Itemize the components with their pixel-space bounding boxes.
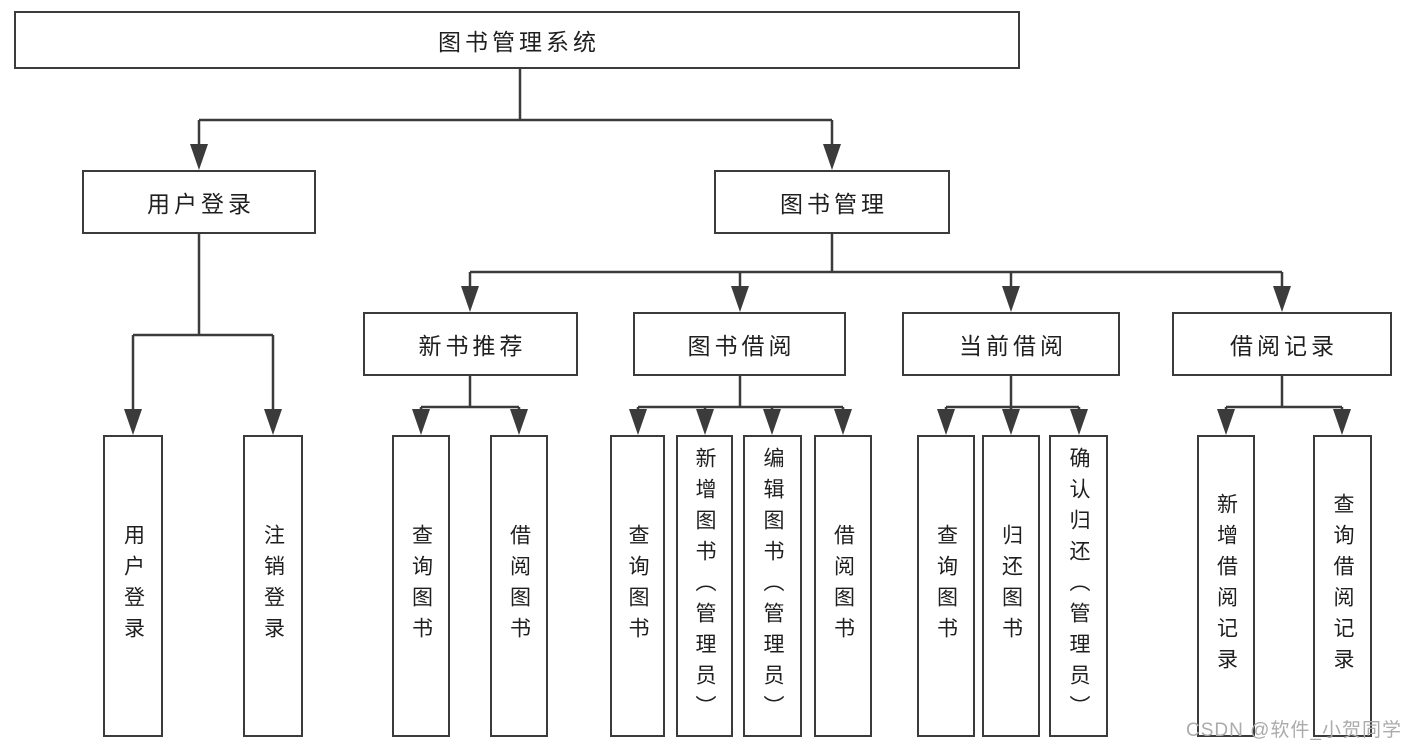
node-label: 新书推荐 — [418, 333, 527, 359]
node-label: 用户登录 — [147, 191, 255, 217]
node-label: 编辑图书（管理员） — [761, 446, 784, 726]
node-label: 图书借阅 — [687, 333, 796, 359]
node-label: 新增借阅记录 — [1214, 493, 1238, 679]
node-label: 借阅图书 — [507, 524, 531, 648]
node-current-borrow: 当前借阅 — [902, 312, 1120, 376]
node-borrow-records: 借阅记录 — [1172, 312, 1392, 376]
node-leaf-logout: 注销登录 — [243, 435, 303, 737]
node-new-book-recommend: 新书推荐 — [363, 312, 578, 376]
node-leaf-confirm-return-admin: 确认归还（管理员） — [1049, 435, 1108, 737]
node-book-borrow: 图书借阅 — [633, 312, 846, 376]
node-book-management: 图书管理 — [714, 170, 950, 234]
node-book-management-system: 图书管理系统 — [14, 11, 1020, 69]
node-leaf-edit-books-admin: 编辑图书（管理员） — [743, 435, 802, 737]
node-leaf-query-books-current: 查询图书 — [917, 435, 975, 737]
node-leaf-return-books: 归还图书 — [982, 435, 1040, 737]
csdn-watermark: CSDN @软件_小贺同学 — [1186, 720, 1402, 741]
node-label: 图书管理系统 — [438, 29, 600, 55]
node-label: 借阅图书 — [831, 524, 855, 648]
node-label: 确认归还（管理员） — [1067, 446, 1090, 726]
node-leaf-add-books-admin: 新增图书（管理员） — [676, 435, 733, 737]
node-label: 查询图书 — [626, 524, 649, 648]
node-leaf-query-books-borrow: 查询图书 — [610, 435, 665, 737]
node-leaf-add-borrow-record: 新增借阅记录 — [1197, 435, 1255, 737]
node-label: 归还图书 — [999, 524, 1023, 648]
node-label: 查询图书 — [409, 524, 433, 648]
node-leaf-query-books-recommend: 查询图书 — [392, 435, 450, 737]
node-leaf-borrow-books: 借阅图书 — [814, 435, 872, 737]
node-leaf-query-borrow-record: 查询借阅记录 — [1313, 435, 1372, 737]
node-leaf-user-login: 用户登录 — [103, 435, 163, 737]
node-label: 查询图书 — [934, 524, 958, 648]
node-label: 新增图书（管理员） — [693, 446, 716, 726]
node-leaf-borrow-books-recommend: 借阅图书 — [490, 435, 548, 737]
node-label: 当前借阅 — [959, 333, 1067, 359]
node-label: 查询借阅记录 — [1331, 493, 1354, 679]
node-label: 借阅记录 — [1230, 333, 1338, 359]
node-label: 用户登录 — [121, 524, 145, 648]
node-label: 注销登录 — [261, 524, 285, 648]
node-user-login: 用户登录 — [82, 170, 316, 234]
node-label: 图书管理 — [780, 191, 888, 217]
